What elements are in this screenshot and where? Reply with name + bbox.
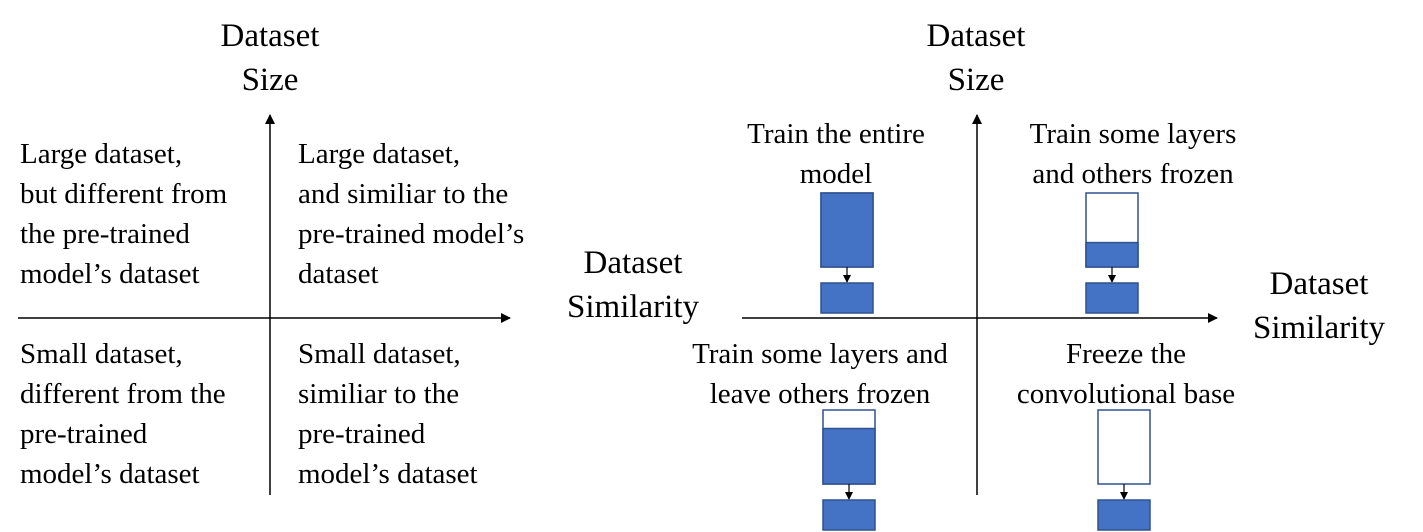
model-stack-train-some-frozen: [1085, 192, 1139, 314]
quad-label-line: Train some layers and: [692, 338, 948, 370]
right-quadrant-top-right-label: Train some layers and others frozen: [1000, 114, 1266, 194]
quad-text-line: model’s dataset: [298, 458, 478, 490]
quad-text-line: but different from: [20, 178, 228, 210]
quad-text-line: pre-trained: [20, 418, 148, 450]
right-y-axis-label-line1: Dataset: [926, 18, 1026, 54]
model-stack-freeze-base: [1097, 409, 1151, 531]
quad-text-line: similiar to the: [298, 378, 460, 410]
left-quadrant-bottom-right: Small dataset, similiar to the pre-train…: [298, 334, 478, 494]
model-stack-train-entire: [820, 192, 874, 314]
right-y-axis-label: Dataset Size: [906, 14, 1046, 102]
right-quadrant-bottom-left-label: Train some layers and leave others froze…: [660, 334, 980, 414]
right-x-axis-label-line2: Similarity: [1253, 310, 1385, 346]
left-quadrant-top-right: Large dataset, and similiar to the pre-t…: [298, 134, 524, 294]
right-y-axis-label-line2: Size: [947, 62, 1005, 98]
left-x-axis-label: Dataset Similarity: [548, 241, 718, 329]
quad-label-line: convolutional base: [1016, 378, 1236, 410]
classifier-block: [820, 282, 874, 314]
quad-text-line: dataset: [298, 258, 379, 290]
right-quadrant-bottom-right-label: Freeze the convolutional base: [992, 334, 1260, 414]
quad-text-line: model’s dataset: [20, 458, 200, 490]
left-quadrant-top-left: Large dataset, but different from the pr…: [20, 134, 227, 294]
base-block-trainable-fill: [1085, 241, 1139, 268]
classifier-block: [822, 499, 876, 531]
quad-label-line: Freeze the: [1066, 338, 1186, 370]
left-y-axis-label: Dataset Size: [200, 14, 340, 102]
model-stack-train-some-leave-frozen: [822, 409, 876, 531]
quad-label-line: Train some layers: [1029, 118, 1237, 150]
left-quadrant-bottom-left: Small dataset, different from the pre-tr…: [20, 334, 226, 494]
quad-label-line: model: [799, 158, 873, 190]
quad-text-line: Small dataset,: [20, 338, 183, 370]
left-x-axis-label-line1: Dataset: [583, 245, 683, 281]
classifier-block: [1097, 499, 1151, 531]
classifier-block: [1085, 282, 1139, 314]
quad-text-line: Large dataset,: [298, 138, 461, 170]
base-block-outline: [1097, 409, 1151, 485]
quad-text-line: the pre-trained: [20, 218, 190, 250]
quad-text-line: Small dataset,: [298, 338, 461, 370]
base-block-trainable-fill: [822, 427, 876, 485]
right-x-axis-label-line1: Dataset: [1269, 266, 1369, 302]
quad-text-line: Large dataset,: [20, 138, 183, 170]
quad-label-line: Train the entire: [747, 118, 925, 150]
left-y-axis-label-line2: Size: [241, 62, 299, 98]
quad-text-line: pre-trained: [298, 418, 426, 450]
quad-label-line: and others frozen: [1032, 158, 1234, 190]
quad-text-line: model’s dataset: [20, 258, 200, 290]
right-quadrant-top-left-label: Train the entire model: [716, 114, 956, 194]
left-x-axis-label-line2: Similarity: [567, 289, 699, 325]
quad-text-line: and similiar to the: [298, 178, 509, 210]
quad-text-line: different from the: [20, 378, 226, 410]
left-y-axis-label-line1: Dataset: [220, 18, 320, 54]
quad-label-line: leave others frozen: [709, 378, 931, 410]
base-block-trainable-fill: [820, 192, 874, 268]
right-x-axis-label: Dataset Similarity: [1237, 262, 1401, 350]
quad-text-line: pre-trained model’s: [298, 218, 525, 250]
